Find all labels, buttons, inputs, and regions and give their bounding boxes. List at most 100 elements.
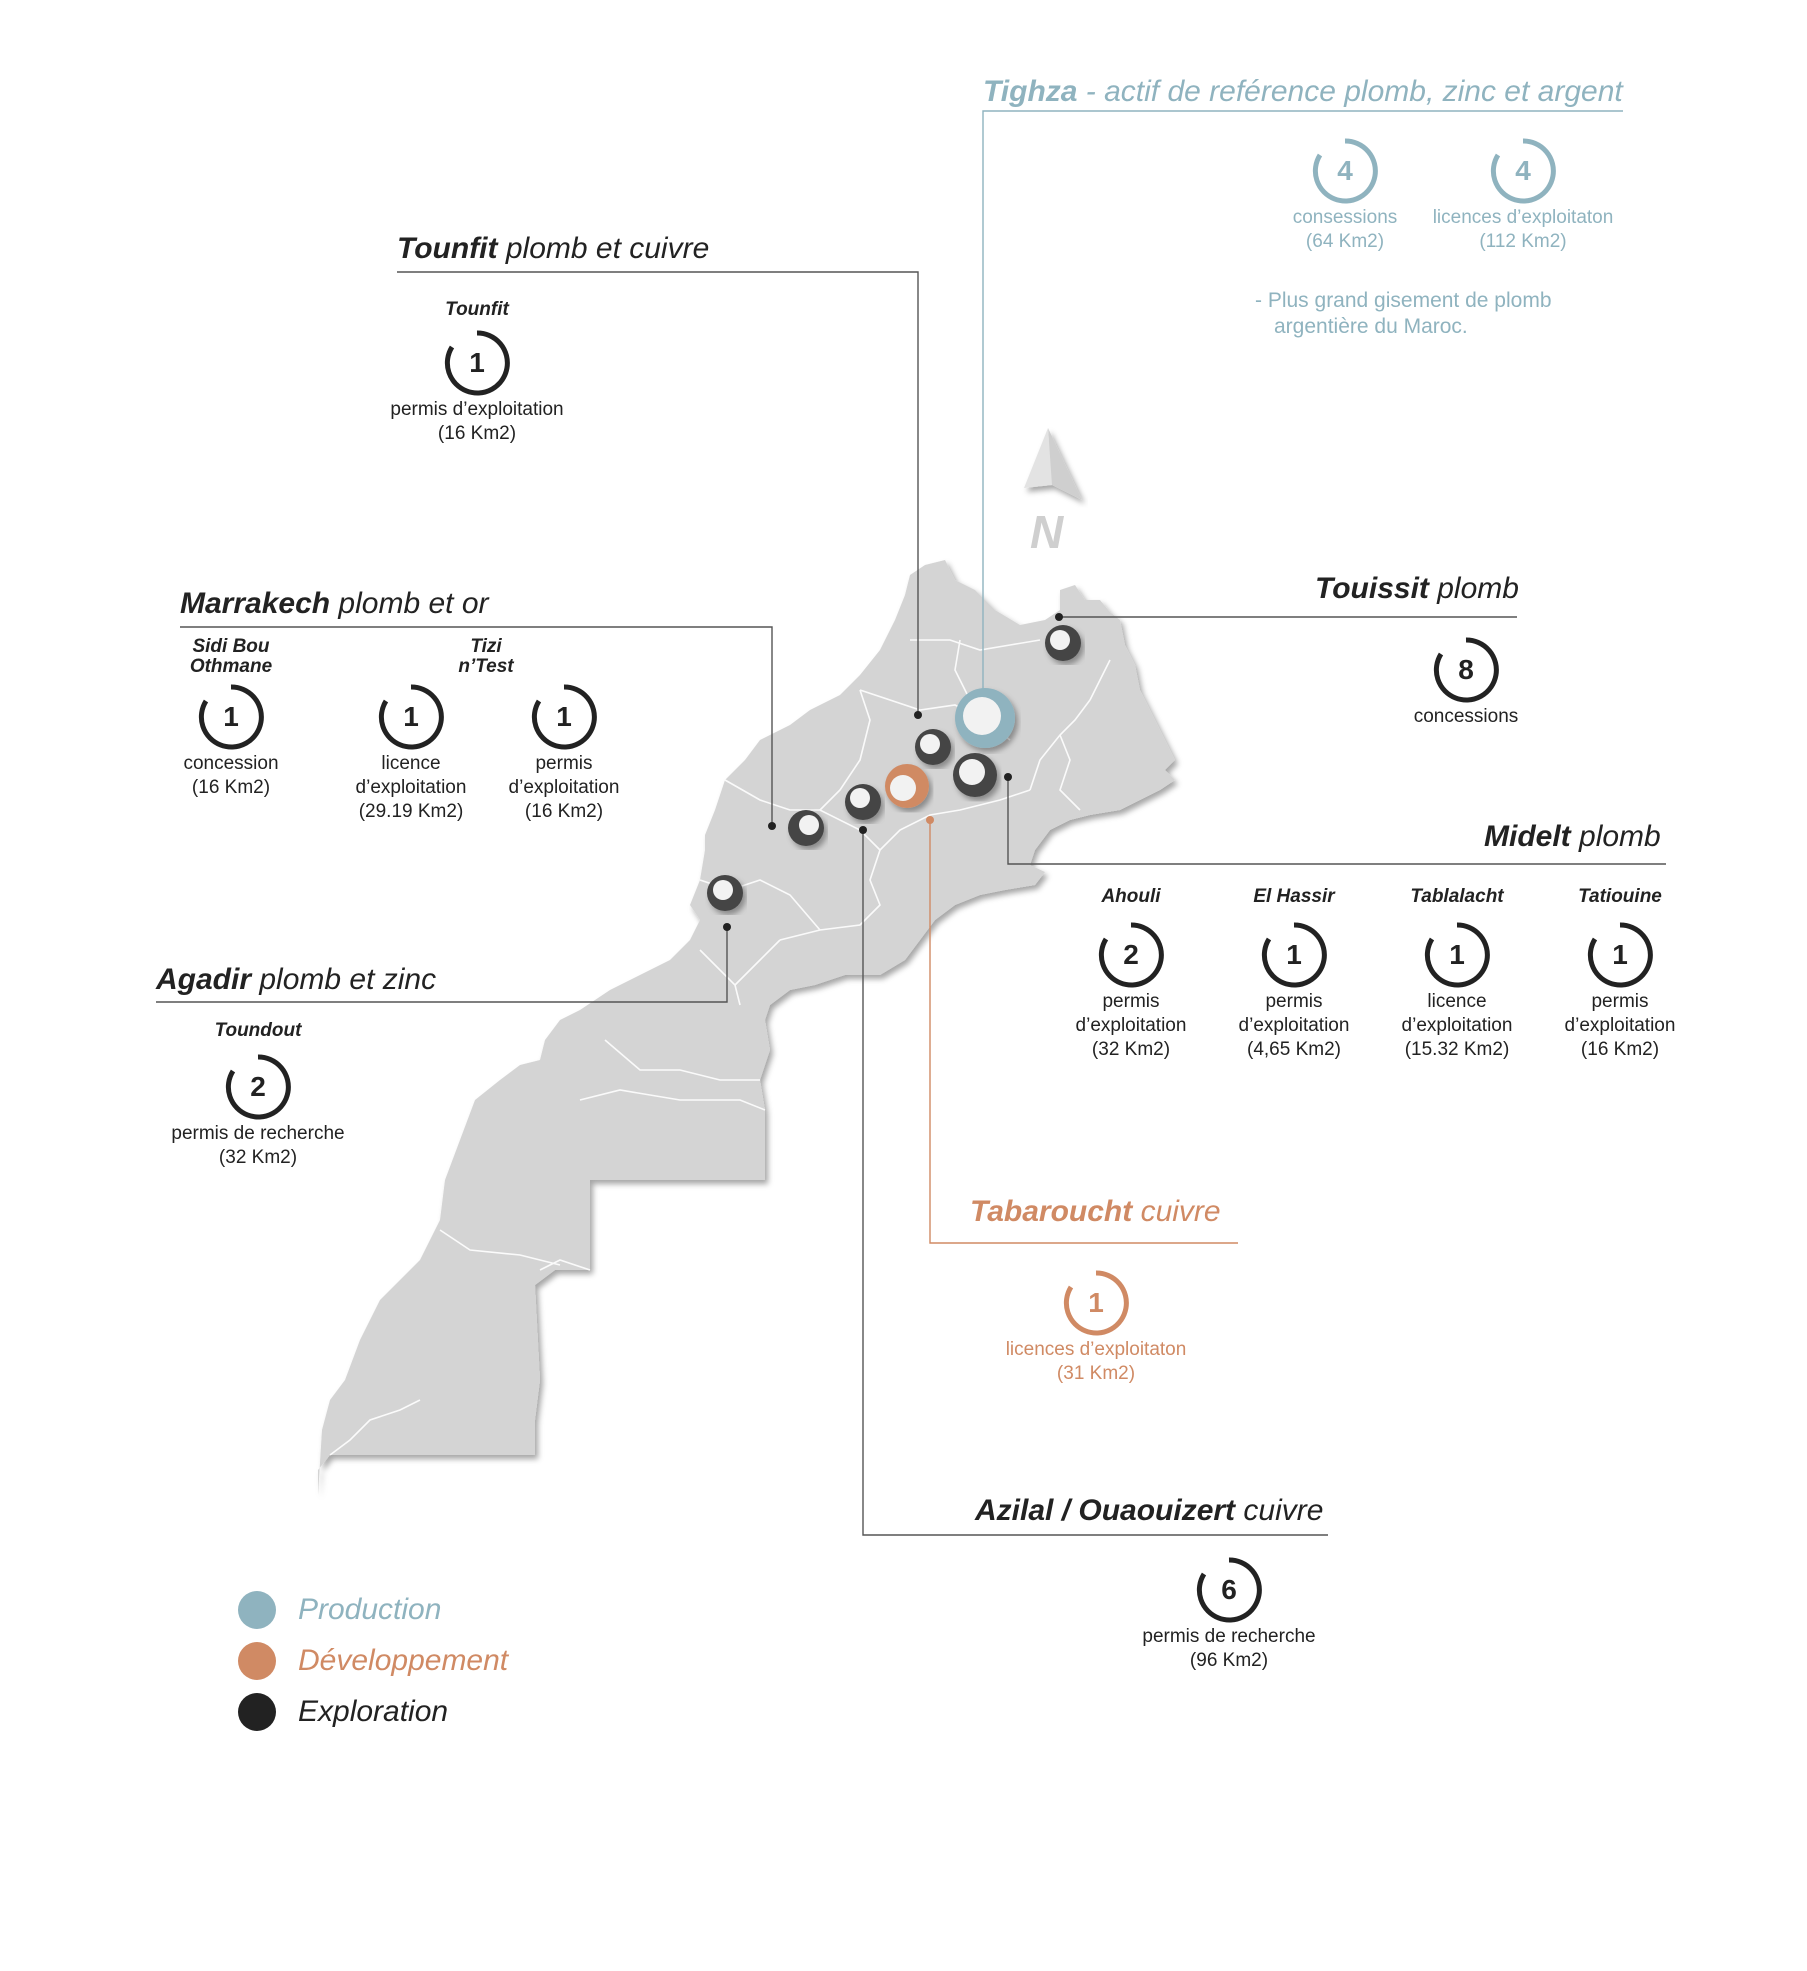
- tighza-note: - Plus grand gisement de plomb argentièr…: [1255, 288, 1552, 340]
- badge-value: 1: [1612, 939, 1628, 970]
- badge-label: permis de recherche: [171, 1123, 345, 1144]
- badge-area: (112 Km2): [1479, 231, 1567, 252]
- badge-value: 4: [1515, 155, 1531, 186]
- legend-item-production: Production: [238, 1591, 441, 1629]
- tounfit-site-name: Tounfit: [445, 299, 509, 320]
- badge-label: consessions: [1292, 207, 1398, 228]
- tounfit-badge: 1 permis d’exploitation (16 Km2): [377, 330, 577, 446]
- badge-label: licence: [1427, 991, 1487, 1012]
- progress-ring-icon: [198, 684, 264, 750]
- midelt-site-name: Ahouli: [1101, 886, 1161, 907]
- azilal-title: Azilal / Ouaouizert cuivre: [975, 1496, 1323, 1526]
- progress-ring-icon: [444, 330, 510, 396]
- region-borders: [329, 639, 1111, 1456]
- tabaroucht-name: Tabaroucht: [970, 1195, 1133, 1228]
- marrakech-subtitle: plomb et or: [330, 587, 489, 620]
- marrakech-site-b-name: Tizi n’Test: [386, 637, 586, 677]
- tighza-note-line1: - Plus grand gisement de plomb: [1255, 289, 1552, 312]
- midelt-subtitle: plomb: [1570, 820, 1661, 853]
- badge-label: permis: [1102, 991, 1160, 1012]
- legend-label: Production: [298, 1593, 442, 1626]
- marker-marrakech: [788, 810, 824, 846]
- marker-tighza: [955, 688, 1015, 748]
- badge-label: licences d’exploitaton: [1432, 207, 1614, 228]
- production-dot-icon: [238, 1591, 276, 1629]
- legend-label: Exploration: [298, 1695, 449, 1728]
- exploration-dot-icon: [238, 1693, 276, 1731]
- midelt-badge-tatiouine: 1 permis d’exploitation (16 Km2): [1520, 922, 1720, 1062]
- midelt-name: Midelt: [1484, 820, 1571, 853]
- marrakech-badge-licence: 1 licence d’exploitation (29.19 Km2): [311, 684, 511, 824]
- badge-label: licence: [381, 753, 441, 774]
- badge-area: (16 Km2): [1580, 1039, 1660, 1060]
- progress-ring-icon: [1312, 138, 1378, 204]
- marker-agadir: [707, 875, 743, 911]
- badge-value: 1: [1286, 939, 1302, 970]
- agadir-badge: 2 permis de recherche (32 Km2): [158, 1054, 358, 1170]
- badge-area: (4,65 Km2): [1247, 1039, 1341, 1060]
- progress-ring-icon: [378, 684, 444, 750]
- badge-label: permis: [535, 753, 593, 774]
- developpement-dot-icon: [238, 1642, 276, 1680]
- badge-label-2: d’exploitation: [1401, 1015, 1513, 1036]
- badge-value: 1: [1449, 939, 1465, 970]
- badge-label: permis de recherche: [1142, 1626, 1316, 1647]
- tounfit-name: Tounfit: [397, 232, 498, 265]
- badge-label-2: d’exploitation: [508, 777, 620, 798]
- badge-value: 2: [1123, 939, 1139, 970]
- badge-label: permis d’exploitation: [390, 399, 564, 420]
- azilal-name: Azilal / Ouaouizert: [975, 1494, 1236, 1527]
- tounfit-subtitle: plomb et cuivre: [497, 232, 710, 265]
- marker-tabaroucht: [885, 764, 929, 808]
- badge-value: 8: [1458, 654, 1474, 685]
- legend-item-exploration: Exploration: [238, 1693, 448, 1731]
- badge-label: permis: [1265, 991, 1323, 1012]
- marker-azilal: [845, 784, 881, 820]
- tounfit-title: Tounfit plomb et cuivre: [397, 234, 709, 264]
- agadir-subtitle: plomb et zinc: [251, 963, 437, 996]
- badge-area: (15.32 Km2): [1404, 1039, 1510, 1060]
- site-name-line2: n’Test: [458, 655, 514, 677]
- legend-label: Développement: [298, 1644, 509, 1677]
- progress-ring-icon: [1063, 1270, 1129, 1336]
- midelt-title: Midelt plomb: [1484, 822, 1661, 852]
- marrakech-name: Marrakech: [180, 587, 331, 620]
- progress-ring-icon: [1098, 922, 1164, 988]
- badge-value: 1: [469, 347, 485, 378]
- marrakech-site-a-name: Sidi Bou Othmane: [131, 637, 331, 677]
- azilal-badge: 6 permis de recherche (96 Km2): [1129, 1557, 1329, 1673]
- touissit-subtitle: plomb: [1428, 572, 1519, 605]
- marker-touissit: [1045, 625, 1081, 661]
- badge-label-2: d’exploitation: [1564, 1015, 1676, 1036]
- site-name-line2: Othmane: [189, 655, 273, 677]
- badge-area: (29.19 Km2): [358, 801, 464, 822]
- progress-ring-icon: [225, 1054, 291, 1120]
- site-markers: [707, 625, 1081, 911]
- badge-area: (16 Km2): [524, 801, 604, 822]
- badge-label: permis: [1591, 991, 1649, 1012]
- progress-ring-icon: [1587, 922, 1653, 988]
- progress-ring-icon: [1261, 922, 1327, 988]
- badge-area: (64 Km2): [1305, 231, 1385, 252]
- badge-label: concession: [183, 753, 279, 774]
- midelt-site-name: El Hassir: [1253, 886, 1335, 907]
- touissit-name: Touissit: [1315, 572, 1429, 605]
- badge-label-2: d’exploitation: [1238, 1015, 1350, 1036]
- badge-value: 6: [1221, 1574, 1237, 1605]
- agadir-name: Agadir: [156, 963, 252, 996]
- tighza-subtitle: - actif de reférence plomb, zinc et arge…: [1077, 75, 1623, 108]
- agadir-site-name: Toundout: [214, 1020, 302, 1041]
- midelt-badge-tablalacht: 1 licence d’exploitation (15.32 Km2): [1357, 922, 1557, 1062]
- progress-ring-icon: [531, 684, 597, 750]
- badge-label-2: d’exploitation: [355, 777, 467, 798]
- legend-item-developpement: Développement: [238, 1642, 508, 1680]
- tighza-name: Tighza: [983, 75, 1078, 108]
- marker-midelt: [953, 753, 997, 797]
- marrakech-badge-concession: 1 concession (16 Km2): [131, 684, 331, 800]
- badge-area: (96 Km2): [1189, 1650, 1269, 1671]
- marker-tounfit: [915, 729, 951, 765]
- site-name-line1: Tizi: [470, 636, 502, 657]
- badge-area: (31 Km2): [1056, 1363, 1136, 1384]
- tighza-badge-consessions: 4 consessions (64 Km2): [1245, 138, 1445, 254]
- badge-area: (32 Km2): [218, 1147, 298, 1168]
